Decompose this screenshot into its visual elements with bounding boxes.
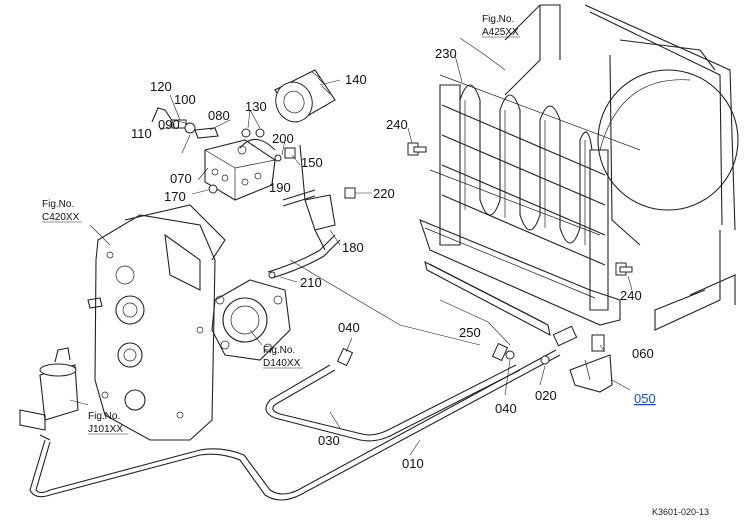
label-240: 240 xyxy=(620,288,642,303)
label-100: 100 xyxy=(174,92,196,107)
fitting-240-upper xyxy=(407,142,427,156)
label-220: 220 xyxy=(373,186,395,201)
bracket-250 xyxy=(424,260,551,337)
hydraulic-pump xyxy=(211,279,291,361)
fig-a425-code: A425XX xyxy=(482,27,519,38)
figure-references: Fig.No. A425XX Fig.No. C420XX Fig.No. D1… xyxy=(42,14,520,435)
radiator-frame xyxy=(429,4,739,331)
label-120: 120 xyxy=(150,79,172,94)
fig-a425-title: Fig.No. xyxy=(482,14,514,25)
oil-filter xyxy=(274,69,336,123)
label-090: 090 xyxy=(158,117,180,132)
label-140: 140 xyxy=(345,72,367,87)
leader-lines xyxy=(69,37,633,456)
part-labels: 010 020 030 040 040 050 060 070 080 090 … xyxy=(131,46,656,471)
label-040: 040 xyxy=(495,401,517,416)
label-060: 060 xyxy=(632,346,654,361)
pipe-010 xyxy=(29,349,561,501)
fig-d140-title: Fig.No. xyxy=(263,345,295,356)
label-040: 040 xyxy=(338,320,360,335)
gear-case xyxy=(87,204,226,441)
fig-c420-title: Fig.No. xyxy=(42,199,74,210)
label-180: 180 xyxy=(342,240,364,255)
drawing-reference: K3601-020-13 xyxy=(652,507,709,517)
valve-block xyxy=(204,138,276,201)
label-150: 150 xyxy=(301,155,323,170)
label-010: 010 xyxy=(402,456,424,471)
label-080: 080 xyxy=(208,108,230,123)
fig-d140-code: D140XX xyxy=(263,358,301,369)
label-130: 130 xyxy=(245,99,267,114)
fig-j101-code: J101XX xyxy=(88,424,123,435)
label-170: 170 xyxy=(164,189,186,204)
label-250: 250 xyxy=(459,325,481,340)
label-070: 070 xyxy=(170,171,192,186)
label-210: 210 xyxy=(300,275,322,290)
label-110: 110 xyxy=(131,126,152,141)
label-230: 230 xyxy=(435,46,457,61)
label-200: 200 xyxy=(272,131,294,146)
label-020: 020 xyxy=(535,388,557,403)
line-filter xyxy=(19,347,79,441)
label-240: 240 xyxy=(386,117,408,132)
label-190: 190 xyxy=(269,180,291,195)
fitting-240-lower xyxy=(615,262,633,276)
fig-c420-code: C420XX xyxy=(42,212,80,223)
pipe-030 xyxy=(265,342,521,442)
hardware-parts xyxy=(151,107,316,207)
label-030: 030 xyxy=(318,433,340,448)
fig-j101-title: Fig.No. xyxy=(88,411,120,422)
hose-210 xyxy=(267,234,341,279)
oil-cooler xyxy=(419,84,621,326)
label-050-link[interactable]: 050 xyxy=(634,391,656,406)
fittings-right xyxy=(505,325,613,393)
